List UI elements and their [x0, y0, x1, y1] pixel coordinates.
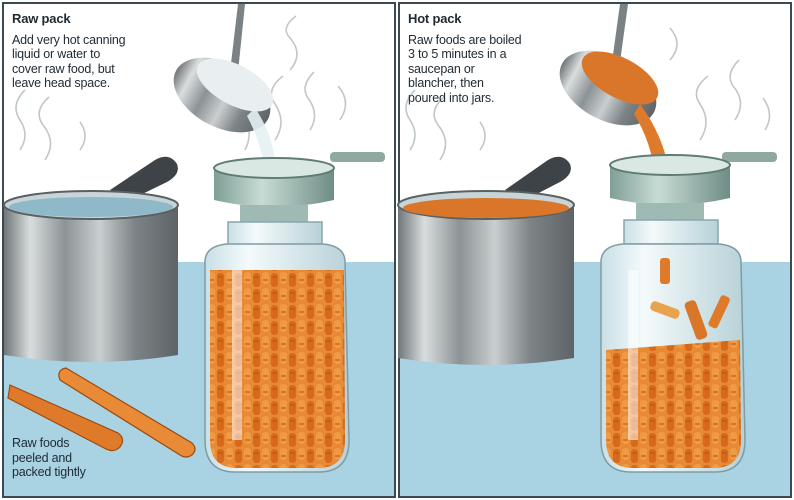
- ladle-right: [559, 4, 668, 166]
- steam-right: [405, 27, 771, 161]
- jar-left: [204, 221, 350, 473]
- hot-pack-caption: Hot pack Raw foods are boiled 3 to 5 min…: [408, 11, 578, 105]
- raw-foods-note: Raw foods peeled and packed tightly: [12, 436, 132, 480]
- raw-pack-title: Raw pack: [12, 11, 71, 26]
- jar-right: [600, 219, 746, 473]
- saucepan-left: [3, 156, 179, 362]
- saucepan-right: [397, 156, 575, 365]
- ladle-left: [173, 4, 275, 168]
- raw-pack-instruction: Add very hot canning liquid or water to …: [12, 32, 126, 91]
- raw-pack-caption: Raw pack Add very hot canning liquid or …: [12, 11, 182, 91]
- hot-pack-instruction: Raw foods are boiled 3 to 5 minutes in a…: [408, 32, 522, 105]
- funnel-right: [609, 152, 777, 225]
- carrots-left: [7, 367, 196, 458]
- hot-pack-title: Hot pack: [408, 11, 462, 26]
- raw-foods-note-text: Raw foods peeled and packed tightly: [12, 436, 86, 479]
